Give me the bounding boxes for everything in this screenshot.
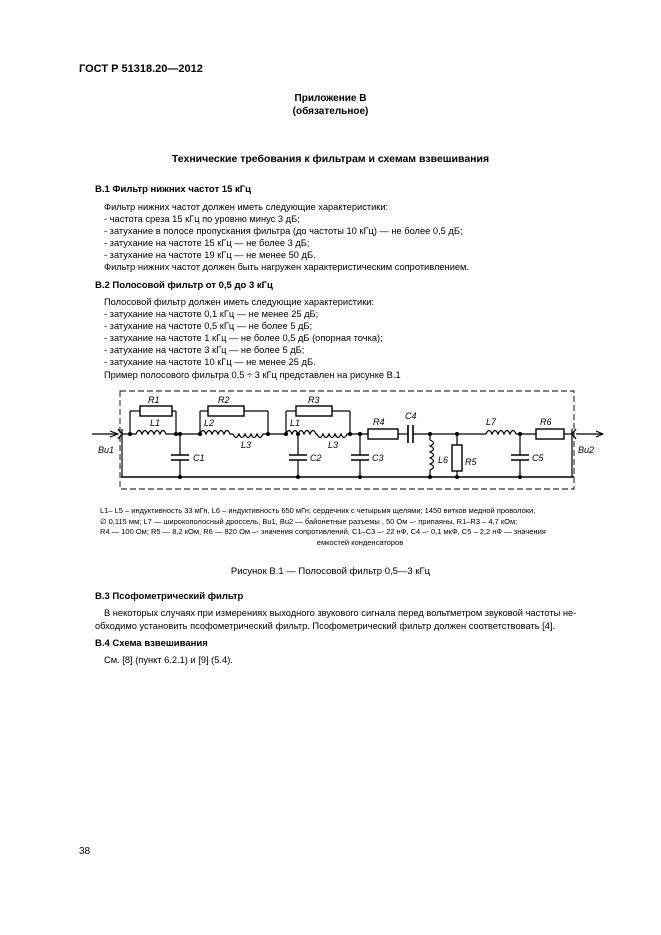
section-b1-heading: В.1 Фильтр нижних частот 15 кГц xyxy=(95,184,251,195)
section-b2-heading: В.2 Полосовой фильтр от 0,5 до 3 кГц xyxy=(95,280,273,291)
label-c5: C5 xyxy=(532,453,544,463)
appendix-heading: Приложение В (обязательное) xyxy=(0,92,661,118)
label-bu2: Bu2 xyxy=(578,445,594,455)
section-b3-line2: обходимо установить псофометрический фил… xyxy=(95,621,556,631)
label-c4: C4 xyxy=(405,411,417,421)
list-item: - затухание на частоте 19 кГц — не менее… xyxy=(104,250,316,260)
legend-line: емкостей конденсаторов xyxy=(316,537,404,547)
label-r2: R2 xyxy=(218,395,230,405)
label-c1: C1 xyxy=(193,453,205,463)
label-l2: L2 xyxy=(204,418,214,428)
label-l7: L7 xyxy=(486,417,497,427)
section-b1-outro: Фильтр нижних частот должен быть нагруже… xyxy=(104,262,470,272)
legend-line: ∅ 0,115 мм; L7 — широкополосный дроссель… xyxy=(100,516,518,526)
label-r6: R6 xyxy=(540,417,552,427)
label-l3b: L3 xyxy=(328,440,338,450)
appendix-status: (обязательное) xyxy=(292,106,369,117)
section-b4-heading: В.4 Схема взвешивания xyxy=(95,638,208,649)
page-number: 38 xyxy=(79,846,91,857)
label-bu1: Bu1 xyxy=(98,445,114,455)
label-r4: R4 xyxy=(373,417,385,427)
list-item: - затухание на частоте 1 кГц — не более … xyxy=(104,333,383,343)
label-r3: R3 xyxy=(308,395,320,405)
label-r1: R1 xyxy=(148,395,160,405)
list-item: - затухание на частоте 3 кГц — не более … xyxy=(104,345,305,355)
document-code: ГОСТ Р 51318.20—2012 xyxy=(79,63,203,75)
figure-caption: Рисунок В.1 — Полосовой фильтр 0,5—3 кГц xyxy=(230,566,431,577)
section-b2-intro: Полосовой фильтр должен иметь следующие … xyxy=(104,297,375,307)
section-b3-line1: В некоторых случаях при измерениях выход… xyxy=(104,608,577,618)
band-pass-filter-schematic: R1 R2 R3 R4 R5 R6 L1 L2 L1 L3 L3 L6 L7 C… xyxy=(92,390,605,490)
figure-legend: L1– L5 – индуктивность 33 мГн, L6 – инду… xyxy=(100,506,620,548)
section-b2-outro: Пример полосового фильтра 0,5 ÷ 3 кГц пр… xyxy=(104,370,401,380)
label-l1a: L1 xyxy=(150,418,160,428)
list-item: - затухание в полосе пропускания фильтра… xyxy=(104,226,463,236)
label-r5: R5 xyxy=(465,457,477,467)
document-title: Технические требования к фильтрам и схем… xyxy=(171,153,490,165)
appendix-title: Приложение В xyxy=(294,93,367,104)
section-b1-intro: Фильтр нижних частот должен иметь следую… xyxy=(104,202,389,212)
legend-line: L1– L5 – индуктивность 33 мГн, L6 – инду… xyxy=(100,506,536,515)
list-item: - затухание на частоте 15 кГц — не более… xyxy=(104,238,310,248)
list-item: - затухание на частоте 0,5 кГц — не боле… xyxy=(104,321,313,331)
label-l1b: L1 xyxy=(290,418,300,428)
section-b3-heading: В.3 Псофометрический фильтр xyxy=(95,591,244,602)
list-item: - затухание на частоте 10 кГц — не менее… xyxy=(104,357,316,367)
list-item: - затухание на частоте 0,1 кГц — не мене… xyxy=(104,309,319,319)
list-item: - частота среза 15 кГц по уровню минус 3… xyxy=(104,214,300,224)
label-l6: L6 xyxy=(438,455,448,465)
section-b4-text: См. [8] (пункт 6.2.1) и [9] (5.4). xyxy=(104,655,233,665)
label-c2: C2 xyxy=(310,453,322,463)
legend-line: R4 — 100 Ом; R5 — 8,2 кОм, R6 — 820 Ом –… xyxy=(100,527,546,536)
label-c3: C3 xyxy=(372,453,384,463)
label-l3a: L3 xyxy=(241,440,251,450)
